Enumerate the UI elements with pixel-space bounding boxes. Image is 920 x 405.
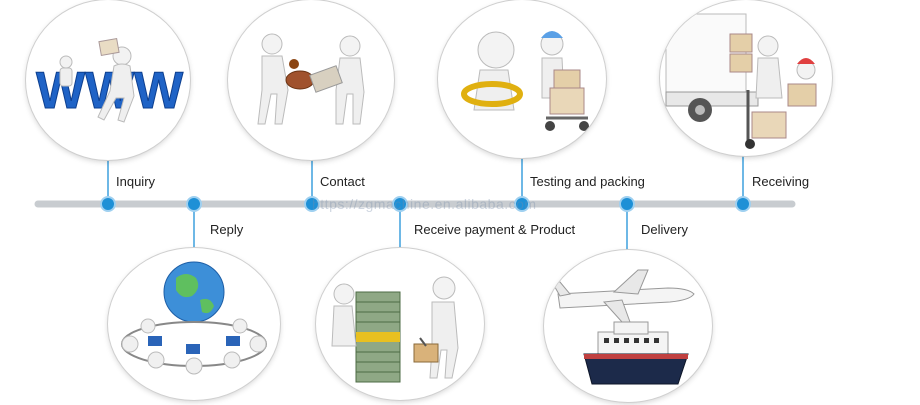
label-payment: Receive payment & Product xyxy=(414,222,576,237)
delivery-illustration xyxy=(544,250,712,402)
label-testing: Testing and packing xyxy=(530,174,645,189)
node-inquiry xyxy=(100,196,116,212)
www-globe-figure-icon: WWW xyxy=(36,37,185,123)
magnifier-trolley-figures-icon xyxy=(461,31,589,131)
money-toolbox-figures-icon xyxy=(331,276,459,383)
handshake-figures-icon xyxy=(257,33,365,125)
label-delivery: Delivery xyxy=(641,222,688,237)
node-contact xyxy=(304,196,320,212)
node-receiving xyxy=(735,196,751,212)
reply-illustration xyxy=(108,248,280,400)
receiving-illustration xyxy=(660,0,832,156)
testing-illustration xyxy=(438,0,606,158)
node-testing xyxy=(514,196,530,212)
payment-illustration xyxy=(316,248,484,400)
inquiry-illustration: WWW xyxy=(26,0,190,160)
node-payment xyxy=(392,196,408,212)
truck-boxes-figures-icon xyxy=(665,13,817,149)
label-reply: Reply xyxy=(210,222,244,237)
globe-network-figures-icon xyxy=(121,261,267,375)
label-receiving: Receiving xyxy=(752,174,810,189)
node-reply xyxy=(186,196,202,212)
plane-ship-icon xyxy=(551,269,695,385)
watermark-text: https://zgmachine.en.alibaba.com xyxy=(312,196,537,212)
label-inquiry: Inquiry xyxy=(116,174,156,189)
contact-illustration xyxy=(228,0,394,160)
label-contact: Contact xyxy=(320,174,365,189)
node-delivery xyxy=(619,196,635,212)
